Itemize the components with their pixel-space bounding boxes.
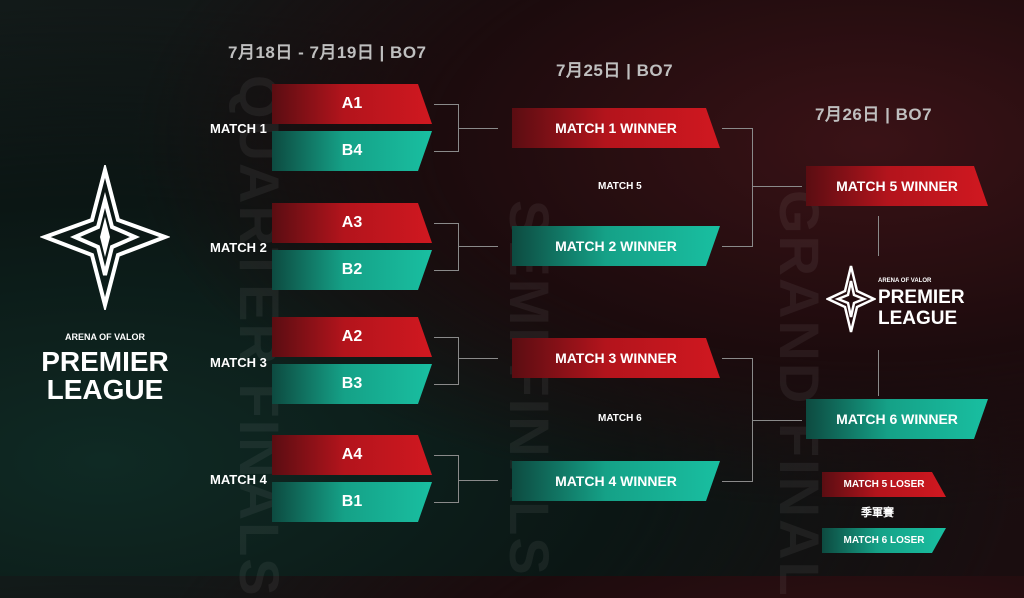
grandfinal-date-header: 7月26日 | BO7 [815,105,933,124]
qf-match-4-team-b[interactable]: B1 [272,482,432,522]
qf-match-1-label: MATCH 1 [210,121,267,136]
sf-5-connector-bottom [722,246,752,247]
qf-2-connector-out [458,246,498,247]
qf-2-connector-vertical [458,223,459,271]
qf-match-4-label: MATCH 4 [210,472,267,487]
logo-text-arena: ARENA OF VALOR [65,332,145,342]
sf-6-connector-top [722,358,752,359]
logo-text-premier: PREMIER [41,346,169,377]
sf-5-connector-vertical [752,128,753,247]
sf-match-6-label: MATCH 6 [598,413,642,424]
qf-3-connector-vertical [458,337,459,385]
semifinals-date-header: 7月25日 | BO7 [556,61,674,80]
qf-match-3-label: MATCH 3 [210,355,267,370]
qf-2-connector-bottom [434,270,458,271]
gf-logo-text-league: LEAGUE [878,308,958,329]
qf-3-connector-bottom [434,384,458,385]
gf-logo-text-premier: PREMIER [878,287,965,308]
gf-match-5-winner[interactable]: MATCH 5 WINNER [806,166,988,206]
sf-match-4-winner[interactable]: MATCH 4 WINNER [512,461,720,501]
gf-connector-bottom [878,350,879,396]
qf-4-connector-vertical [458,455,459,503]
sf-match-5-label: MATCH 5 [598,181,642,192]
sf-match-3-winner[interactable]: MATCH 3 WINNER [512,338,720,378]
gf-league-logo: ARENA OF VALOR PREMIER LEAGUE [826,262,965,342]
gf-connector-top [878,216,879,256]
qf-1-connector-top [434,104,458,105]
sf-5-connector-out [752,186,802,187]
third-place-label: 季軍賽 [861,507,894,519]
qf-match-2-team-a[interactable]: A3 [272,203,432,243]
qf-match-4-team-a[interactable]: A4 [272,435,432,475]
qf-1-connector-out [458,128,498,129]
qf-match-1-team-a[interactable]: A1 [272,84,432,124]
qf-3-connector-out [458,358,498,359]
qf-1-connector-bottom [434,151,458,152]
qf-4-connector-top [434,455,458,456]
league-emblem-icon [39,162,171,313]
sf-match-1-winner[interactable]: MATCH 1 WINNER [512,108,720,148]
qf-2-connector-top [434,223,458,224]
quarterfinals-date-header: 7月18日 - 7月19日 | BO7 [228,43,427,62]
qf-4-connector-out [458,480,498,481]
qf-4-connector-bottom [434,502,458,503]
league-logo: ARENA OF VALOR PREMIER LEAGUE [39,162,171,405]
gf-logo-text-arena: ARENA OF VALOR [878,278,932,284]
qf-match-1-team-b[interactable]: B4 [272,131,432,171]
sf-match-2-winner[interactable]: MATCH 2 WINNER [512,226,720,266]
sf-6-connector-bottom [722,481,752,482]
qf-match-3-team-a[interactable]: A2 [272,317,432,357]
qf-3-connector-top [434,337,458,338]
logo-text-league: LEAGUE [46,374,164,405]
sf-6-connector-out [752,420,802,421]
qf-match-3-team-b[interactable]: B3 [272,364,432,404]
gf-league-emblem-icon [826,265,876,333]
gf-match-6-winner[interactable]: MATCH 6 WINNER [806,399,988,439]
sf-5-connector-top [722,128,752,129]
qf-match-2-label: MATCH 2 [210,240,267,255]
third-place-match-6-loser[interactable]: MATCH 6 LOSER [822,528,946,553]
third-place-match-5-loser[interactable]: MATCH 5 LOSER [822,472,946,497]
qf-match-2-team-b[interactable]: B2 [272,250,432,290]
